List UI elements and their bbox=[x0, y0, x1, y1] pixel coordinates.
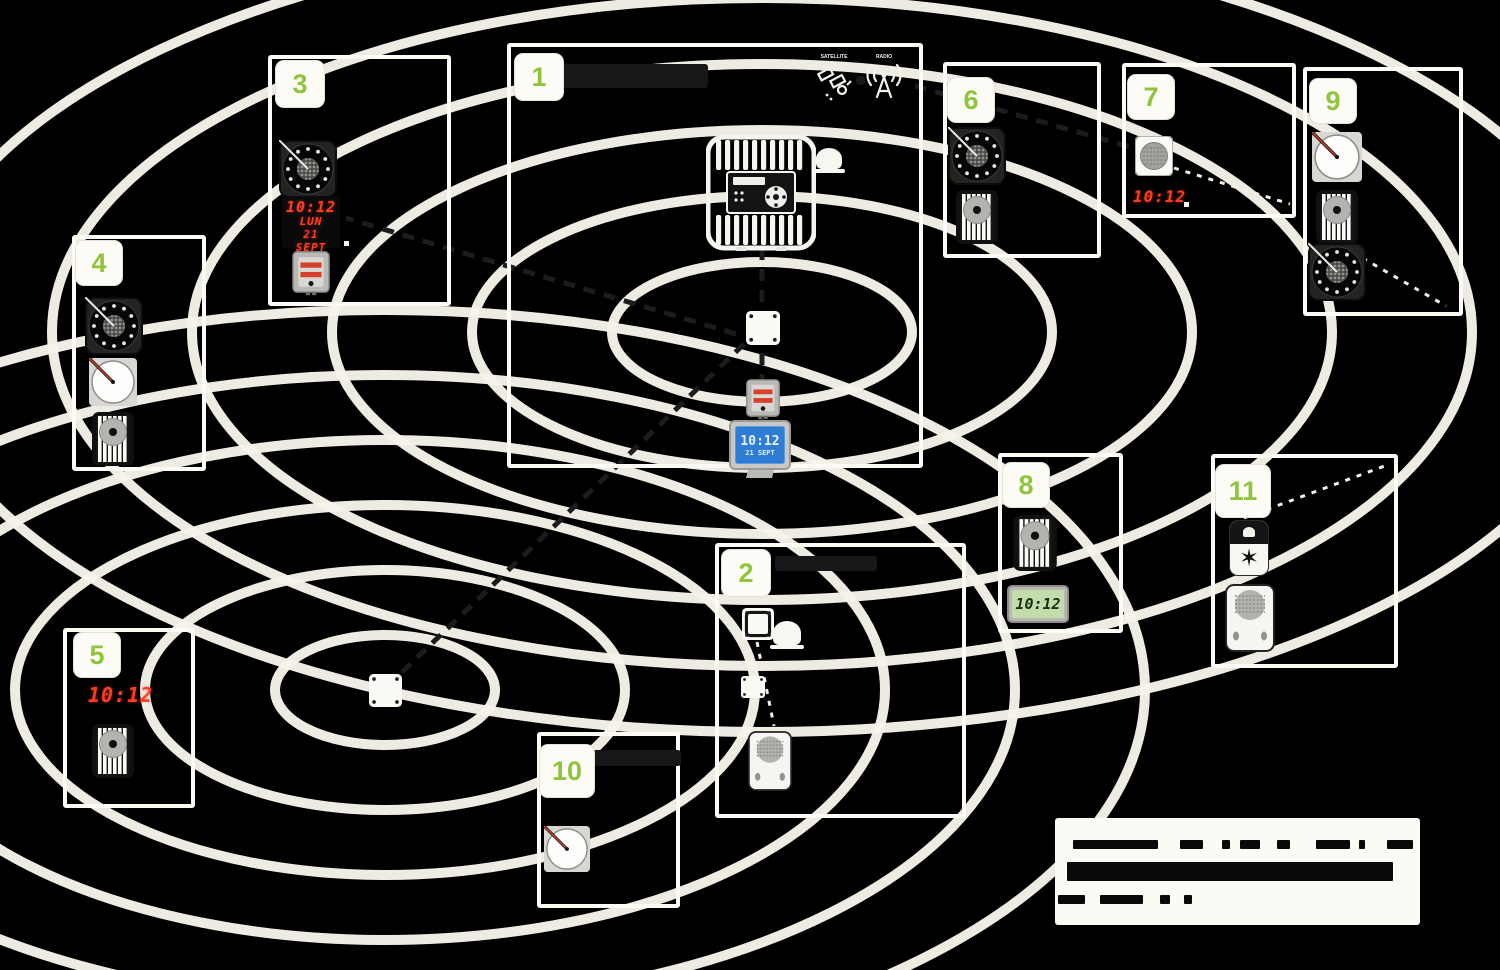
zone-title-text bbox=[556, 64, 708, 88]
zone-box-3 bbox=[268, 55, 451, 306]
master-clock-unit bbox=[705, 134, 817, 251]
zone-box-8 bbox=[998, 453, 1123, 633]
led-clock: 10:12 bbox=[88, 684, 152, 707]
zone-number-badge: 3 bbox=[276, 61, 324, 107]
zone-box-9 bbox=[1303, 67, 1463, 316]
svg-text:RADIO: RADIO bbox=[876, 54, 892, 60]
zone-box-6 bbox=[943, 62, 1101, 258]
wireless-repeater bbox=[368, 674, 403, 707]
zone-number: 1 bbox=[531, 61, 547, 92]
zone-number: 10 bbox=[551, 755, 583, 786]
legend-text-line bbox=[1240, 840, 1260, 849]
legend-text-line bbox=[1387, 840, 1413, 849]
analog-clock-white bbox=[87, 356, 137, 406]
analog-clock-white bbox=[542, 824, 590, 872]
lcd-clock-green: 10:12 bbox=[1007, 585, 1069, 623]
zone-box-4 bbox=[72, 235, 206, 471]
wall-speaker bbox=[748, 730, 792, 792]
led-day: LUN bbox=[299, 215, 323, 229]
zone-number-badge: 9 bbox=[1310, 79, 1356, 123]
zone-box-5 bbox=[63, 628, 195, 808]
zone-number: 8 bbox=[1018, 469, 1034, 500]
legend-text-line bbox=[1277, 840, 1290, 849]
lcd-date: 21 SEPT bbox=[745, 448, 775, 457]
legend-text-line bbox=[1222, 840, 1230, 849]
lcd-clock-blue: 10:12 21 SEPT bbox=[729, 420, 791, 478]
zone-box-7 bbox=[1122, 63, 1296, 218]
zone-number: 4 bbox=[91, 247, 107, 278]
link-line-dark bbox=[345, 215, 737, 337]
zone-box-10 bbox=[537, 732, 680, 908]
zone-number: 5 bbox=[89, 639, 105, 670]
legend-text-line bbox=[1067, 862, 1393, 881]
satellite-icon: SATELLITE bbox=[814, 50, 854, 104]
led-time: 10:12 bbox=[286, 198, 337, 216]
led-clock: 10:12 bbox=[1133, 187, 1189, 207]
zone-number-badge: 10 bbox=[540, 745, 594, 797]
led-date: 21 SEPT bbox=[295, 227, 327, 254]
wall-sounder bbox=[92, 724, 134, 778]
legend-text-line bbox=[1359, 840, 1365, 849]
link-line-dark bbox=[398, 342, 746, 676]
zone-number: 9 bbox=[1325, 85, 1341, 116]
legend-text-line bbox=[1180, 840, 1203, 849]
radio-icon: RADIO bbox=[864, 50, 904, 104]
bell-icon bbox=[1230, 521, 1268, 544]
zone-box-1 bbox=[507, 43, 923, 468]
plus-separator bbox=[856, 76, 865, 85]
flash-sounder: ✶ bbox=[1230, 521, 1268, 575]
zone-number-badge: 5 bbox=[74, 633, 120, 677]
zone-label-text bbox=[585, 750, 681, 766]
lcd-time: 10:12 bbox=[1012, 590, 1064, 618]
legend-text-line bbox=[1073, 840, 1158, 849]
legend-text-line bbox=[1058, 895, 1085, 904]
zone-number-badge: 4 bbox=[76, 241, 122, 285]
wall-sounder bbox=[1013, 515, 1057, 571]
analog-clock-white bbox=[1310, 130, 1362, 182]
zone-number: 2 bbox=[738, 557, 754, 588]
analog-clock-dark bbox=[947, 126, 1006, 185]
zone-number-badge: 2 bbox=[722, 550, 770, 596]
zone-box-11 bbox=[1211, 454, 1398, 668]
bell-icon bbox=[813, 148, 845, 173]
legend-text-line bbox=[1160, 895, 1170, 904]
led-calendar-clock: 10:12 LUN 21 SEPT bbox=[282, 196, 349, 253]
legend-text-line bbox=[1316, 840, 1350, 849]
lcd-time: 10:12 bbox=[740, 433, 780, 449]
zone-number: 6 bbox=[963, 84, 979, 115]
ceiling-speaker bbox=[1134, 135, 1174, 177]
wall-speaker bbox=[1225, 584, 1275, 652]
flash-icon: ✶ bbox=[1238, 545, 1260, 573]
relay-box bbox=[292, 250, 330, 296]
led-time: 10:12 bbox=[88, 683, 154, 707]
relay-box bbox=[745, 379, 781, 419]
zone-label-text bbox=[775, 556, 877, 571]
legend-text-line bbox=[1184, 895, 1192, 904]
analog-clock-dark bbox=[1307, 242, 1366, 301]
zone-number-badge: 11 bbox=[1216, 465, 1270, 517]
wall-sounder bbox=[956, 190, 998, 244]
led-time: 10:12 bbox=[1133, 187, 1187, 206]
zone-box-2 bbox=[715, 543, 966, 818]
analog-clock-dark bbox=[84, 296, 143, 355]
zone-number-badge: 8 bbox=[1003, 463, 1049, 507]
zone-number-badge: 6 bbox=[948, 78, 994, 122]
analog-clock-dark bbox=[278, 139, 337, 198]
wireless-repeater bbox=[745, 311, 781, 345]
wall-sounder bbox=[1316, 190, 1358, 244]
wireless-relay-module bbox=[741, 676, 765, 698]
zone-number: 3 bbox=[292, 68, 308, 99]
legend-text-line bbox=[1100, 895, 1143, 904]
zone-number: 7 bbox=[1143, 81, 1159, 112]
bell-icon bbox=[770, 621, 804, 649]
zone-number-badge: 1 bbox=[515, 54, 563, 100]
zone-number-badge: 7 bbox=[1128, 75, 1174, 119]
svg-text:SATELLITE: SATELLITE bbox=[821, 54, 849, 60]
wireless-repeater bbox=[742, 608, 774, 640]
wall-sounder bbox=[92, 412, 134, 466]
link-line-light bbox=[1173, 166, 1291, 206]
link-line-light bbox=[755, 641, 776, 727]
zone-number: 11 bbox=[1228, 475, 1258, 506]
